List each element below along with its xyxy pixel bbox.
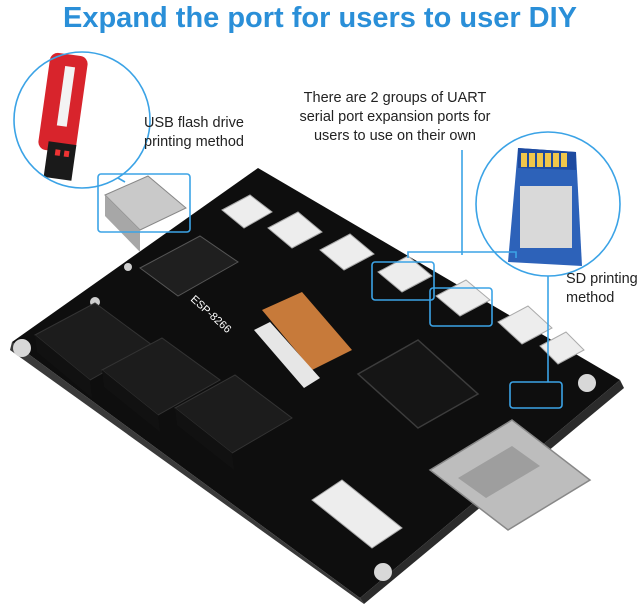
usb-callout-line (117, 177, 126, 183)
mount-hole (374, 563, 392, 581)
uart-port-highlight (429, 287, 493, 327)
jst-connector (435, 279, 491, 317)
usb-callout-text: USB flash drive printing method (144, 115, 244, 150)
headline: Expand the port for users to user DIY (62, 2, 578, 34)
sd-card (508, 148, 582, 266)
uart-port-highlight (371, 261, 435, 301)
uart-bracket (407, 251, 517, 258)
pin-header (139, 235, 239, 297)
sd-slot-highlight (509, 381, 563, 409)
jst-connector (311, 479, 403, 549)
jst-connector (221, 194, 273, 229)
mount-hole (13, 339, 31, 357)
usb-port-highlight (97, 173, 191, 233)
jst-connector (319, 233, 375, 271)
mount-hole (124, 263, 132, 271)
control-board: ESP-8266 (10, 168, 624, 604)
ribbon-cable (262, 292, 352, 370)
jst-connector (497, 305, 553, 345)
jst-connector (539, 331, 585, 365)
usb-flash-drive (38, 52, 88, 181)
uart-callout-text: There are 2 groups of UART serial port e… (299, 90, 491, 144)
main-chip (356, 339, 480, 429)
sd-callout-text: SD printing method (566, 271, 638, 306)
usb-callout-circle (13, 51, 151, 189)
mount-hole (578, 374, 596, 392)
jst-connector (267, 211, 323, 249)
